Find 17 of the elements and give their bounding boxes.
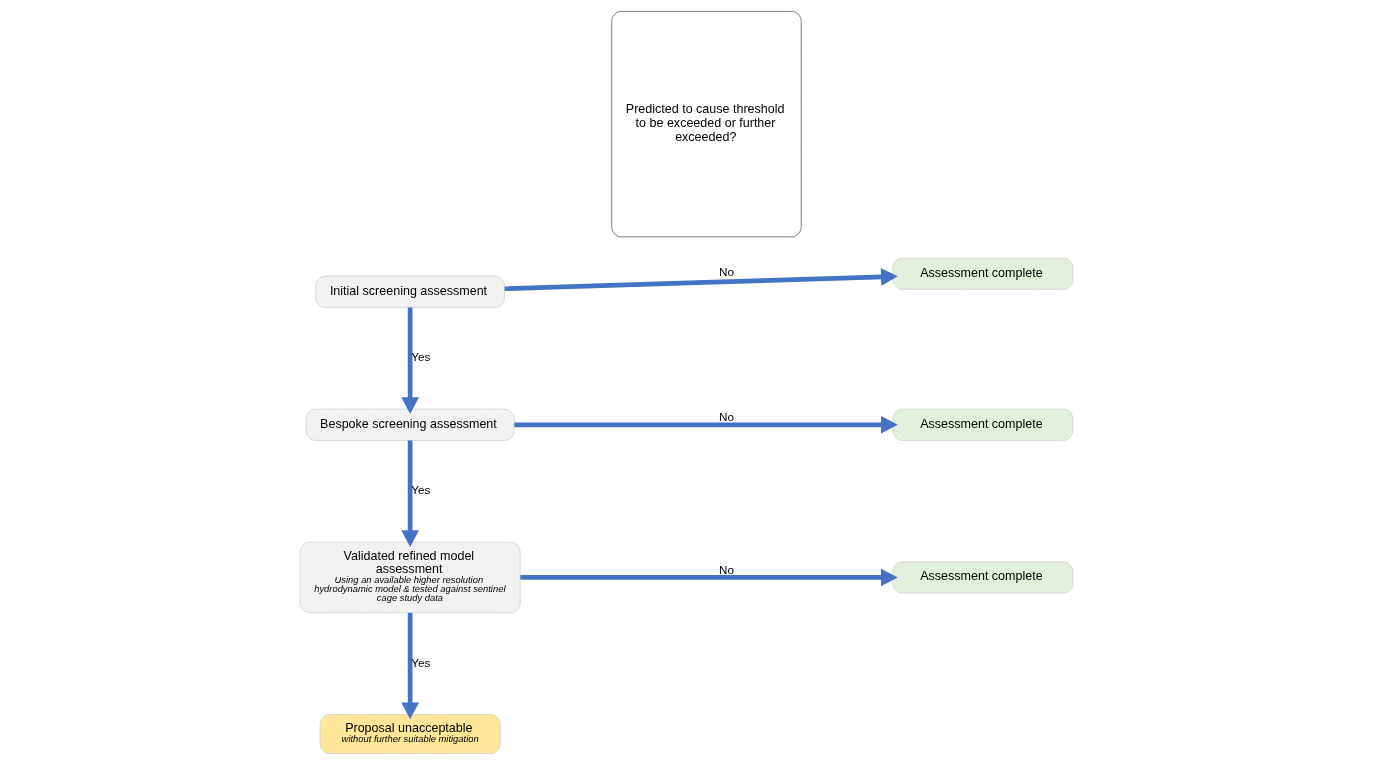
node-box: Initial screening assessment — [315, 275, 505, 308]
node-box: Assessment complete — [892, 408, 1074, 441]
node-box: Validated refined model assessment Using an available higher resolution hydrodynamic model & tested against sentinel cage study data — [299, 541, 521, 614]
node-box: Predicted to cause threshold to be exceeded or further exceeded? — [611, 11, 802, 238]
edge-label: No — [718, 265, 735, 279]
edge-label: No — [718, 562, 735, 576]
arrow — [504, 268, 898, 292]
node-box: Bespoke screening assessment — [305, 408, 515, 441]
arrow — [514, 415, 898, 434]
node-box: Assessment complete — [892, 257, 1074, 290]
node-box: Proposal unacceptable without further suitable mitigation — [319, 714, 501, 754]
arrow — [520, 568, 898, 587]
edge-label: No — [718, 410, 735, 424]
arrow — [401, 612, 419, 720]
node-box: Assessment complete — [892, 561, 1074, 594]
arrow — [401, 440, 419, 548]
arrow — [401, 307, 419, 415]
